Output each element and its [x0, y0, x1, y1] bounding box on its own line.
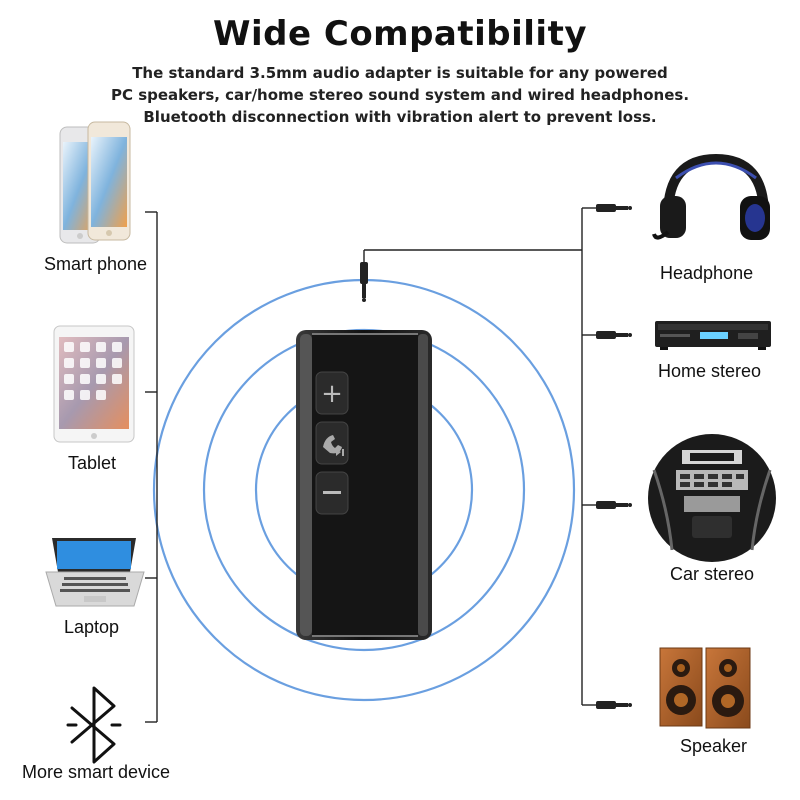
- device-label-laptop: Laptop: [64, 617, 120, 637]
- subtitle-line: Bluetooth disconnection with vibration a…: [143, 108, 657, 126]
- speaker-icon: [659, 647, 751, 729]
- tablet-icon: [53, 325, 135, 443]
- device-label-tablet: Tablet: [68, 453, 117, 473]
- jack-plug: [360, 262, 368, 302]
- page-title: Wide Compatibility: [212, 14, 588, 54]
- device-label-more-smart-device: More smart device: [22, 762, 171, 782]
- device-label-headphone: Headphone: [660, 263, 754, 283]
- svg-text:+: +: [321, 379, 343, 409]
- bluetooth-icon: [66, 686, 122, 764]
- left-connector-lines: [145, 211, 158, 723]
- jack-plug: [596, 501, 632, 509]
- laptop-icon: [45, 538, 145, 607]
- jack-plug: [596, 701, 632, 709]
- jack-plug: [596, 204, 632, 212]
- home-stereo-icon: [655, 321, 771, 350]
- device-label-car-stereo: Car stereo: [670, 564, 755, 584]
- headphone-icon: [652, 153, 770, 240]
- page-subtitle: The standard 3.5mm audio adapter is suit…: [0, 62, 800, 128]
- smartphone-icon: [59, 121, 131, 244]
- bluetooth-receiver: +: [296, 330, 432, 640]
- phone-play-icon: [315, 421, 349, 465]
- right-connector-lines: [363, 207, 598, 706]
- jack-plug: [596, 331, 632, 339]
- device-label-speaker: Speaker: [680, 736, 748, 756]
- plus-icon: [315, 371, 349, 415]
- device-label-smartphone: Smart phone: [44, 254, 148, 274]
- car-stereo-icon: [648, 434, 776, 562]
- subtitle-line: The standard 3.5mm audio adapter is suit…: [132, 64, 668, 82]
- subtitle-line: PC speakers, car/home stereo sound syste…: [110, 86, 690, 104]
- device-label-home-stereo: Home stereo: [658, 361, 762, 381]
